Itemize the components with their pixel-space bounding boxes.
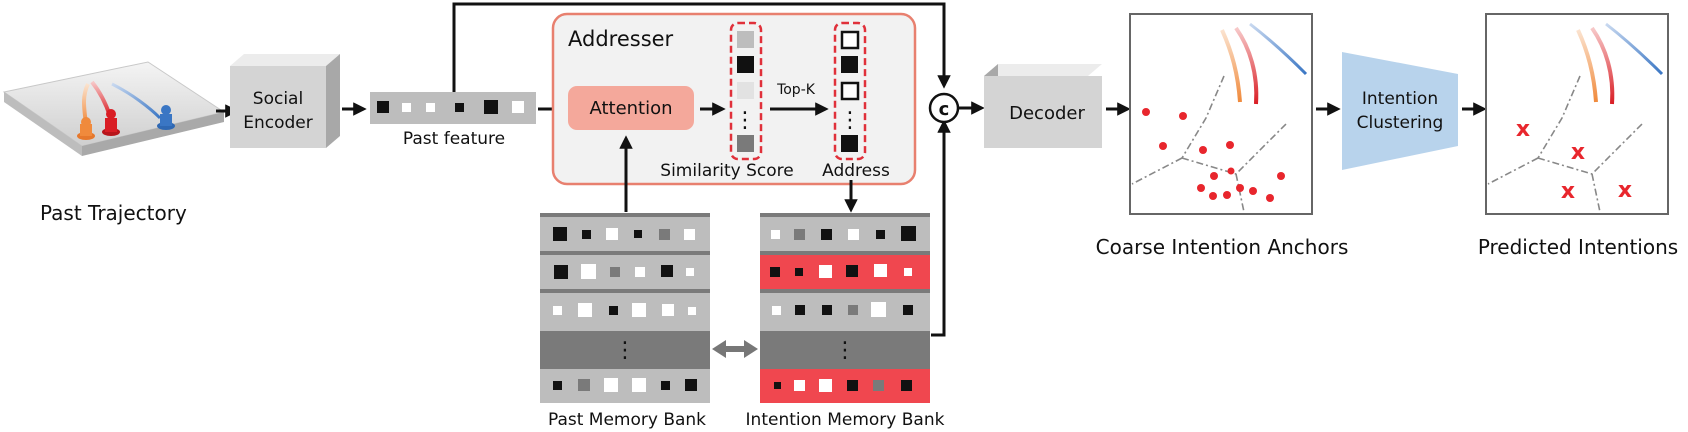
intention-memory-bank: ⋮ Intention Memory Bank [746,213,945,430]
predicted-intention-mark: x [1561,179,1575,204]
clustering-label-line2: Clustering [1357,113,1444,133]
intention-memory-ellipsis: ⋮ [834,338,856,363]
predicted-intention-mark: x [1516,117,1530,142]
encoder-label-line2: Encoder [243,113,313,133]
clustering-label-line1: Intention [1362,89,1438,109]
coarse-intention-anchors-panel: Coarse Intention Anchors [1096,13,1349,259]
similarity-ellipsis: ⋮ [734,108,756,133]
past-memory-bank-label: Past Memory Bank [548,410,706,430]
past-memory-ellipsis-row [540,331,710,365]
bank-correspondence-double-arrow [712,340,758,358]
addresser-title: Addresser [568,27,674,51]
address-vector: ⋮ [833,21,867,161]
pedestrian-figure-icon [157,105,175,130]
top-k-label: Top-K [776,82,816,98]
past-trajectory-label: Past Trajectory [40,201,187,225]
past-memory-ellipsis: ⋮ [614,338,636,363]
blue-trajectory [111,82,162,120]
scene-plate-edge-right [82,112,224,156]
intention-clustering-block: Intention Clustering [1342,52,1458,170]
social-encoder-block: Social Encoder [230,54,340,148]
addresser-module: Addresser Attention ⋮ Similarity Score T… [551,12,917,186]
predicted-intention-mark: x [1571,140,1585,165]
voronoi-edge [1181,75,1225,159]
encoder-label-line1: Social [253,89,303,109]
intention-memory-bank-label: Intention Memory Bank [746,410,945,430]
concat-circle [928,92,960,124]
predicted-frame [1485,13,1669,215]
voronoi-edge [1487,157,1539,185]
anchors-red-trajectory [1234,26,1259,105]
voronoi-edge [1591,173,1601,213]
pedestrian-figure-icon [77,117,95,140]
voronoi-edge [1235,173,1245,213]
attention-block [568,86,694,130]
address-ellipsis: ⋮ [839,108,861,133]
address-dashed-frame [833,21,867,161]
predicted-intention-mark: x [1618,178,1632,203]
past-feature-vector: Past feature [370,92,536,149]
voronoi-edge [1537,75,1581,159]
anchor-points [1142,108,1285,202]
concat-node: c [928,92,960,124]
pedestrian-figure-icon [102,109,120,136]
encoder-top-face [230,54,340,66]
predicted-intentions-label: Predicted Intentions [1478,235,1678,259]
clustering-trapezoid [1342,52,1458,170]
anchors-orange-trajectory [1220,29,1242,103]
similarity-score-label: Similarity Score [660,161,793,181]
coarse-intention-anchors-label: Coarse Intention Anchors [1096,235,1349,259]
feature-strip [370,92,536,124]
decoder-label: Decoder [1009,103,1085,124]
predicted-blue-trajectory [1605,22,1664,76]
voronoi-edge [1131,157,1183,185]
similarity-score-vector: ⋮ [729,21,763,161]
scene-plate-edge-left [4,92,82,156]
predicted-intentions-panel: x x x x Predicted Intentions [1478,13,1678,259]
past-trajectory-scene: Past Trajectory [2,61,226,225]
past-memory-bank: ⋮ Past Memory Bank [540,213,710,430]
decoder-top-face [984,64,1102,76]
address-label: Address [822,161,890,181]
predicted-red-trajectory [1590,26,1615,105]
encoder-side-face [326,54,340,148]
addresser-frame [551,12,917,186]
similarity-dashed-frame [729,21,763,161]
anchors-frame [1129,13,1313,215]
predicted-orange-trajectory [1576,29,1598,103]
anchors-blue-trajectory [1249,22,1308,76]
intention-memory-ellipsis-row [760,331,930,365]
attention-label: Attention [589,98,672,119]
encoder-front-face [230,66,326,148]
arrow-memory-to-concat [931,119,951,337]
concat-symbol: c [939,99,950,120]
past-feature-label: Past feature [403,129,505,149]
decoder-front-face [984,76,1102,148]
decoder-block: Decoder [984,64,1102,148]
skip-connection-arrow [452,2,951,92]
